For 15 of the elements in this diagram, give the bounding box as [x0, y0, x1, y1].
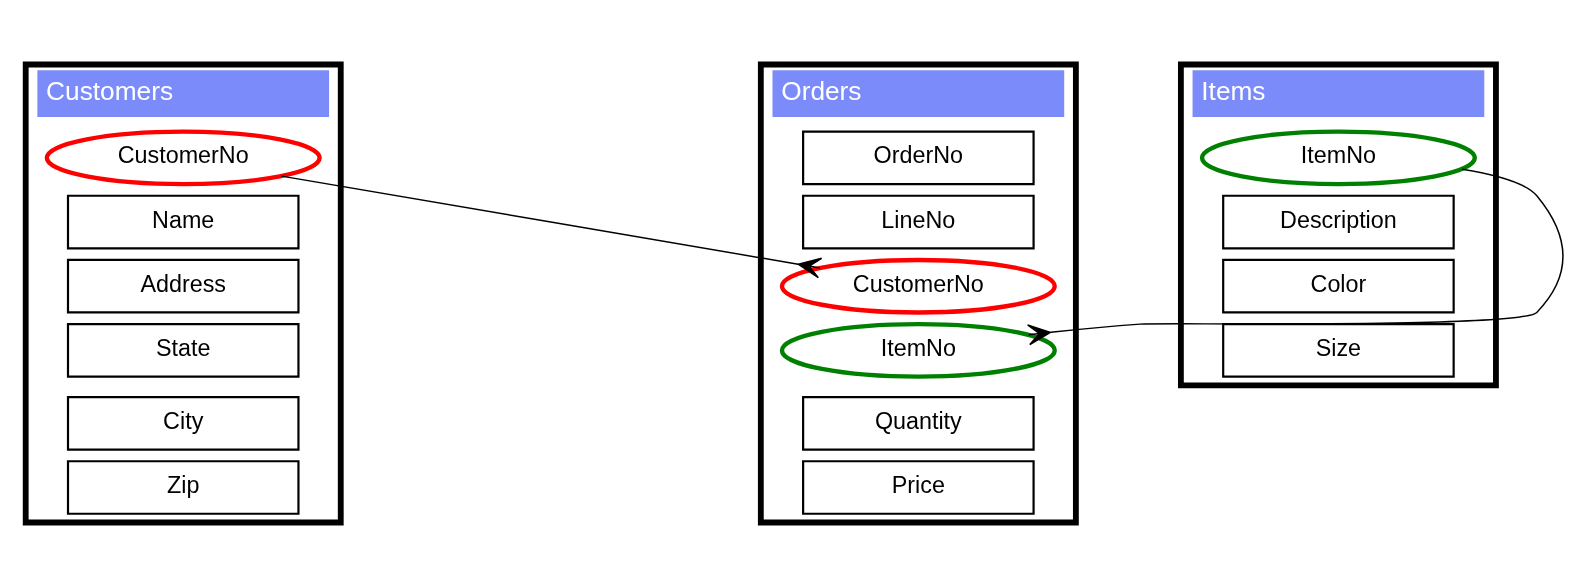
node-box: LineNo: [802, 194, 1035, 250]
node-box: Address: [66, 258, 300, 314]
node-box: OrderNo: [802, 130, 1035, 186]
node-box: Name: [66, 194, 300, 250]
node-box: Size: [1222, 323, 1455, 378]
node-box: Price: [802, 460, 1035, 515]
node-box: State: [66, 323, 300, 378]
node-box: Zip: [66, 460, 300, 515]
node-box: Color: [1222, 258, 1455, 314]
connector: [1026, 168, 1564, 346]
node-box: Quantity: [802, 395, 1035, 451]
node-ellipse: CustomerNo: [44, 129, 322, 187]
node-box: Description: [1222, 194, 1455, 250]
node-ellipse: ItemNo: [1199, 129, 1477, 187]
node-box: City: [66, 395, 300, 451]
